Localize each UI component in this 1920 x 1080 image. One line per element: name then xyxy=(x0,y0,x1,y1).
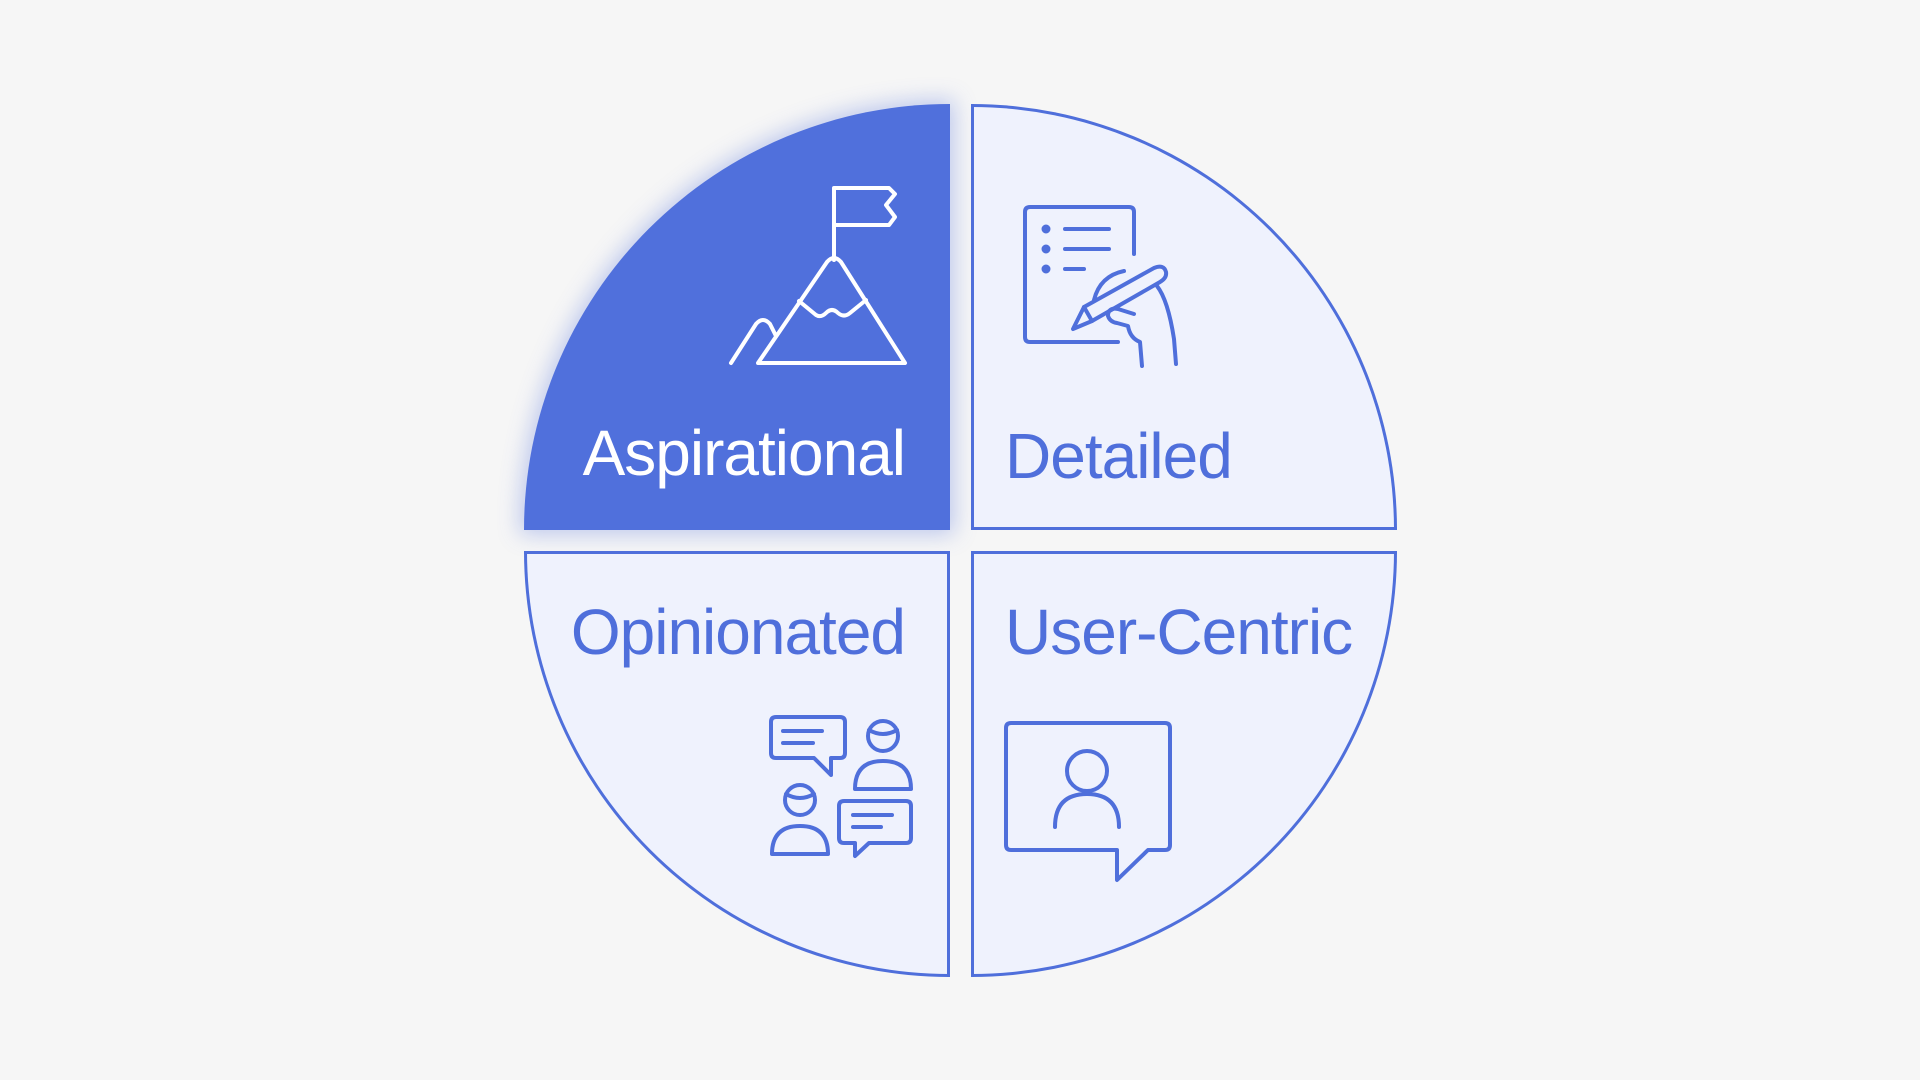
document-writing-icon xyxy=(1022,204,1192,369)
quadrant-detailed: Detailed xyxy=(971,104,1397,530)
quadrant-label: Opinionated xyxy=(570,596,906,668)
mountain-flag-icon xyxy=(729,184,909,369)
conversation-icon xyxy=(769,714,915,860)
user-speech-bubble-icon xyxy=(1003,720,1175,885)
quadrant-label: Aspirational xyxy=(582,417,906,489)
quadrant-aspirational: Aspirational xyxy=(524,104,950,530)
quadrant-opinionated: Opinionated xyxy=(524,551,950,977)
quadrant-label: User-Centric xyxy=(1005,596,1353,668)
quadrant-label: Detailed xyxy=(1005,420,1233,492)
quadrant-user-centric: User-Centric xyxy=(971,551,1397,977)
